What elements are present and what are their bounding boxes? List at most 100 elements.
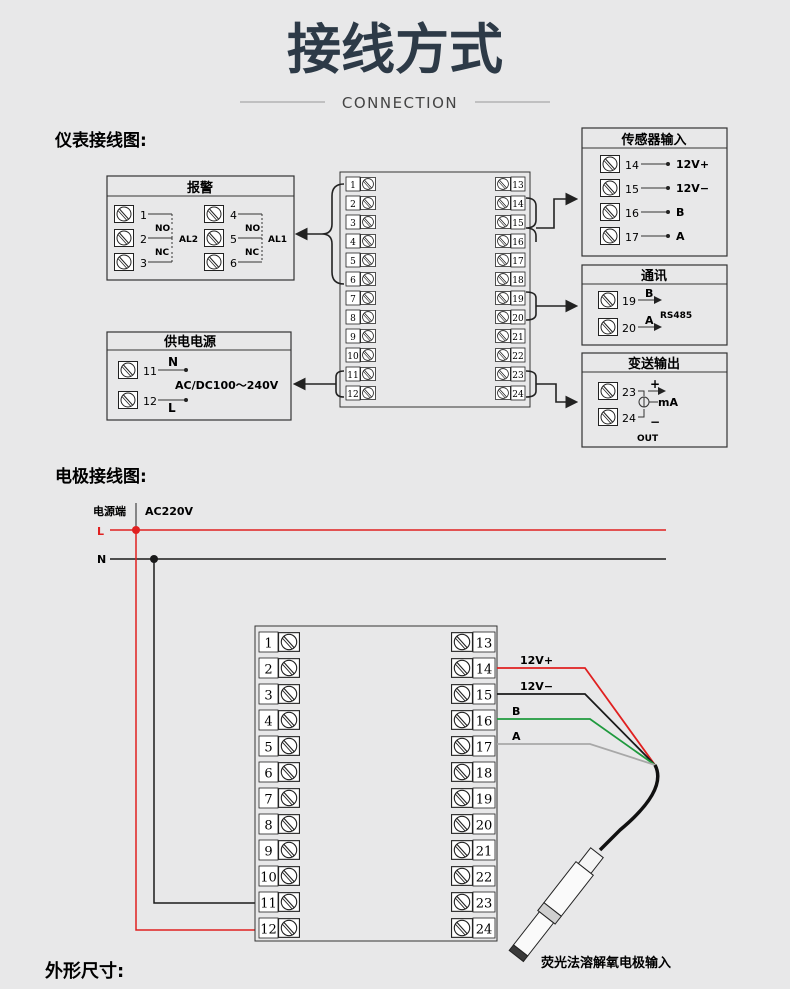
meter-terminal-14: 14 [495,195,526,211]
electrode-terminal-5: 5 [258,735,300,757]
electrode-terminal-label: 1 [264,637,272,652]
electrode-terminal-label: 24 [476,923,493,938]
electrode-terminal-label: 16 [476,715,493,730]
meter-terminal-label: 20 [512,314,524,324]
electrode-terminal-17: 17 [451,735,496,757]
page-title: 接线方式 [287,18,503,81]
wire-12v-plus-label: 12V+ [520,654,553,667]
electrode-terminal-label: 9 [264,845,272,860]
alarm-al1-label: AL1 [268,235,287,245]
electrode-terminal-4: 4 [258,709,300,731]
meter-terminal-17: 17 [495,252,526,268]
electrode-terminal-3: 3 [258,683,300,705]
electrode-terminal-label: 17 [476,741,493,756]
sensor-box: 传感器输入 14 15 16 17 12V+ 12V− B A [581,127,728,257]
electrode-terminal-label: 8 [264,819,272,834]
neutral-wire-to-11 [153,559,255,904]
electrode-terminal-22: 22 [451,865,496,887]
meter-terminal-6: 6 [345,271,376,287]
meter-terminal-12: 12 [345,385,376,401]
wire-12v-plus [497,667,656,766]
svg-text:14: 14 [625,159,639,172]
meter-terminal-2: 2 [345,195,376,211]
electrode-terminal-21: 21 [451,839,496,861]
alarm-nc-label-2: NC [245,248,260,258]
svg-text:24: 24 [622,412,636,425]
alarm-no-label: NO [155,224,171,234]
electrode-terminal-10: 10 [258,865,300,887]
meter-terminal-11: 11 [345,366,376,382]
transmit-arrow [536,383,579,409]
svg-text:20: 20 [622,322,636,335]
meter-terminal-label: 17 [512,257,524,267]
transmit-plus: + [650,377,660,391]
electrode-terminal-14: 14 [451,657,496,679]
alarm-al2-label: AL2 [179,235,198,245]
transmit-box: 变送输出 23 24 + − mA OUT [581,352,728,448]
svg-text:15: 15 [625,183,639,196]
electrode-terminal-label: 15 [476,689,493,704]
power-box: 供电电源 11 12 N L AC/DC100～240V [106,331,292,421]
comm-b: B [645,287,653,300]
svg-text:11: 11 [143,365,157,378]
electrode-terminal-label: 2 [264,663,272,678]
sensor-title: 传感器输入 [620,132,686,148]
electrode-terminal-label: 20 [476,819,493,834]
electrode-terminal-label: 13 [476,637,493,652]
alarm-title: 报警 [187,180,213,196]
meter-terminal-10: 10 [345,347,376,363]
meter-terminal-label: 7 [350,295,356,305]
electrode-section-label: 电极接线图: [55,466,147,487]
meter-terminal-15: 15 [495,214,526,230]
electrode-terminal-label: 7 [264,793,272,808]
meter-terminal-label: 8 [350,314,356,324]
meter-terminal-label: 22 [512,352,523,362]
electrode-terminal-label: 10 [260,871,277,886]
meter-terminal-label: 9 [350,333,356,343]
line-l-label: L [97,525,104,538]
sensor-12v-plus: 12V+ [676,158,709,171]
meter-terminal-20: 20 [495,309,526,325]
meter-terminal-5: 5 [345,252,376,268]
electrode-terminal-label: 6 [264,767,272,782]
meter-terminal-label: 11 [347,371,358,381]
wire-b-label: B [512,705,520,718]
wire-a [497,743,656,766]
svg-text:23: 23 [622,386,636,399]
meter-terminal-label: 2 [350,200,356,210]
wire-12v-minus [497,693,656,766]
meter-terminal-label: 19 [512,295,524,305]
wire-b [497,718,656,766]
electrode-terminal-7: 7 [258,787,300,809]
power-title: 供电电源 [163,334,216,350]
sensor-b: B [676,206,684,219]
wire-a-label: A [512,730,521,743]
meter-terminal-label: 16 [512,238,524,248]
electrode-terminal-18: 18 [451,761,496,783]
svg-text:4: 4 [230,209,237,222]
meter-terminal-label: 1 [350,181,356,191]
dimension-section-label: 外形尺寸: [45,960,124,982]
svg-text:19: 19 [622,295,636,308]
wire-12v-minus-label: 12V− [520,680,553,693]
electrode-terminal-label: 22 [476,871,493,886]
electrode-terminal-20: 20 [451,813,496,835]
meter-terminal-label: 18 [512,276,524,286]
electrode-terminal-19: 19 [451,787,496,809]
comm-rs485: RS485 [660,311,692,321]
meter-terminal-16: 16 [495,233,526,249]
power-terminal-label: 电源端 [93,504,126,518]
probe-body [508,847,604,963]
power-l-label: L [168,401,176,415]
transmit-ma: mA [658,396,678,409]
meter-terminal-label: 14 [512,200,524,210]
svg-text:1: 1 [140,209,147,222]
meter-terminal-label: 15 [512,219,524,229]
electrode-terminal-label: 21 [476,845,493,860]
meter-terminal-22: 22 [495,347,526,363]
meter-terminal-3: 3 [345,214,376,230]
meter-terminal-1: 1 [345,176,376,192]
electrode-terminal-24: 24 [451,917,496,939]
